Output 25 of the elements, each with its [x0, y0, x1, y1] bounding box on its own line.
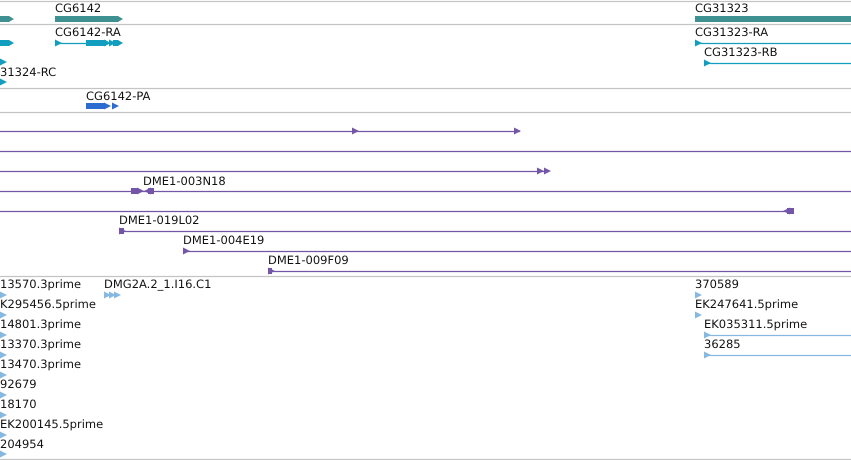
feature-label: CG31323-RA — [695, 26, 768, 39]
feature-label: 370589 — [695, 278, 739, 291]
feature-label: 31324-RC — [0, 66, 56, 79]
feature-label: CG6142 — [55, 2, 102, 15]
feature-label: 13570.3prime — [0, 278, 82, 291]
feature-label: 13470.3prime — [0, 358, 82, 371]
feature-label: EK247641.5prime — [695, 298, 798, 311]
feature-label: 14801.3prime — [0, 318, 82, 331]
feature-label: DME1-019L02 — [119, 214, 200, 227]
feature-label: 204954 — [0, 438, 44, 451]
feature-label: DME1-009F09 — [268, 254, 349, 267]
feature-label: DMG2A.2_1.I16.C1 — [104, 278, 212, 291]
feature-label: 92679 — [0, 378, 37, 391]
feature-label: CG31323-RB — [704, 46, 778, 59]
feature-label: 36285 — [704, 338, 741, 351]
feature-label: 13370.3prime — [0, 338, 82, 351]
feature-label: EK200145.5prime — [0, 418, 104, 431]
feature-label: K295456.5prime — [0, 298, 96, 311]
feature-label: CG6142-RA — [55, 26, 121, 39]
feature-label: 18170 — [0, 398, 37, 411]
feature-label: CG31323 — [695, 2, 749, 15]
feature-label: DME1-003N18 — [143, 175, 226, 188]
feature-label: DME1-004E19 — [183, 234, 264, 247]
feature-label: CG6142-PA — [86, 90, 150, 103]
feature-label: EK035311.5prime — [704, 318, 808, 331]
